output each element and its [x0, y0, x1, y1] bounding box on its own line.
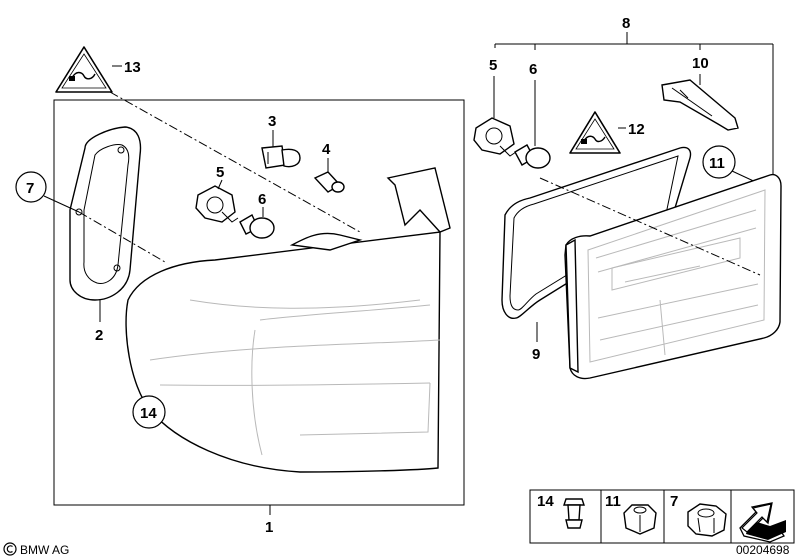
bulb-part-6-left — [239, 214, 275, 239]
legend-label-11: 11 — [605, 493, 621, 510]
callout-7: 7 — [26, 180, 34, 197]
legend-label-14: 14 — [537, 493, 554, 510]
callout-11-circle — [702, 145, 736, 179]
clip-part-14-icon — [563, 498, 585, 529]
callout-10: 10 — [692, 55, 709, 72]
small-bulb-part-4 — [313, 171, 345, 193]
callout-8: 8 — [622, 15, 630, 32]
callout-9: 9 — [532, 346, 540, 363]
bulb-part-6-right — [514, 144, 551, 169]
inner-tail-light — [564, 173, 782, 380]
socket-part-5-left — [195, 185, 239, 223]
outer-tail-light — [125, 167, 451, 473]
callout-3: 3 — [268, 113, 276, 130]
connector-part-10 — [661, 79, 739, 131]
electrical-warning-icon-13 — [55, 46, 113, 93]
brand-label: BMW AG — [20, 543, 69, 557]
legend-label-7: 7 — [670, 493, 678, 510]
legend-arrow-icon — [739, 502, 786, 543]
callout-14: 14 — [140, 405, 157, 422]
electrical-warning-icon-12 — [569, 111, 621, 154]
left-assembly-frame — [53, 99, 465, 506]
callout-6-right: 6 — [529, 61, 537, 78]
copyright-icon — [3, 542, 17, 556]
callout-2: 2 — [95, 327, 103, 344]
callout-1: 1 — [265, 519, 273, 536]
diagram-id: 00204698 — [736, 543, 790, 557]
callout-13: 13 — [124, 59, 141, 76]
socket-part-5-right — [473, 117, 517, 157]
gasket-part-2 — [69, 126, 142, 301]
callout-7-circle — [15, 171, 47, 203]
callout-6-left: 6 — [258, 191, 266, 208]
callout-4: 4 — [322, 141, 331, 158]
nut-part-11-icon — [623, 504, 657, 535]
callout-14-circle — [132, 395, 166, 429]
legend-box: 14 11 7 — [529, 489, 795, 544]
callout-5-right: 5 — [489, 57, 497, 74]
bulb-socket-part-3 — [261, 145, 301, 169]
nut-part-7-icon — [687, 503, 727, 537]
callout-5-left: 5 — [216, 164, 224, 181]
callout-11: 11 — [709, 155, 725, 172]
callout-12: 12 — [628, 121, 645, 138]
